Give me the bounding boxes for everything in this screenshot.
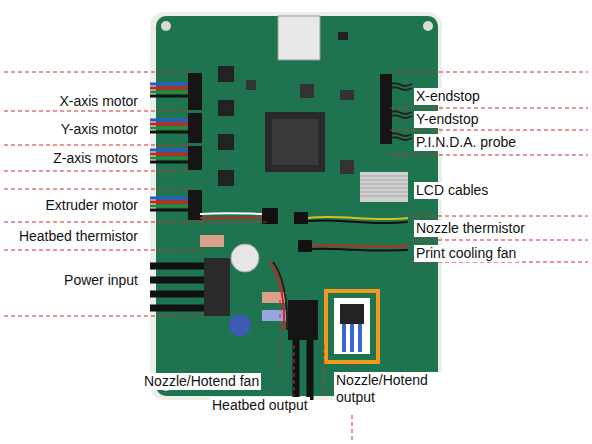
part-label: Heatbed thermistor — [17, 228, 140, 245]
part-label: Heatbed output — [210, 397, 310, 414]
part-label: P.I.N.D.A. probe — [414, 134, 518, 151]
part-label: X-endstop — [414, 88, 482, 105]
part-label: LCD cables — [414, 182, 490, 199]
part-label: Z-axis motors — [51, 150, 140, 167]
part-label: Print cooling fan — [414, 245, 518, 262]
part-label: Nozzle/Hotend output — [334, 372, 442, 406]
part-label: Nozzle/Hotend fan — [142, 373, 261, 390]
part-label: X-axis motor — [57, 93, 140, 110]
part-label: Y-endstop — [414, 111, 481, 128]
part-label: Extruder motor — [43, 197, 140, 214]
part-label: Nozzle thermistor — [414, 220, 527, 237]
part-label: Y-axis motor — [59, 121, 140, 138]
part-label: Power input — [62, 272, 140, 289]
